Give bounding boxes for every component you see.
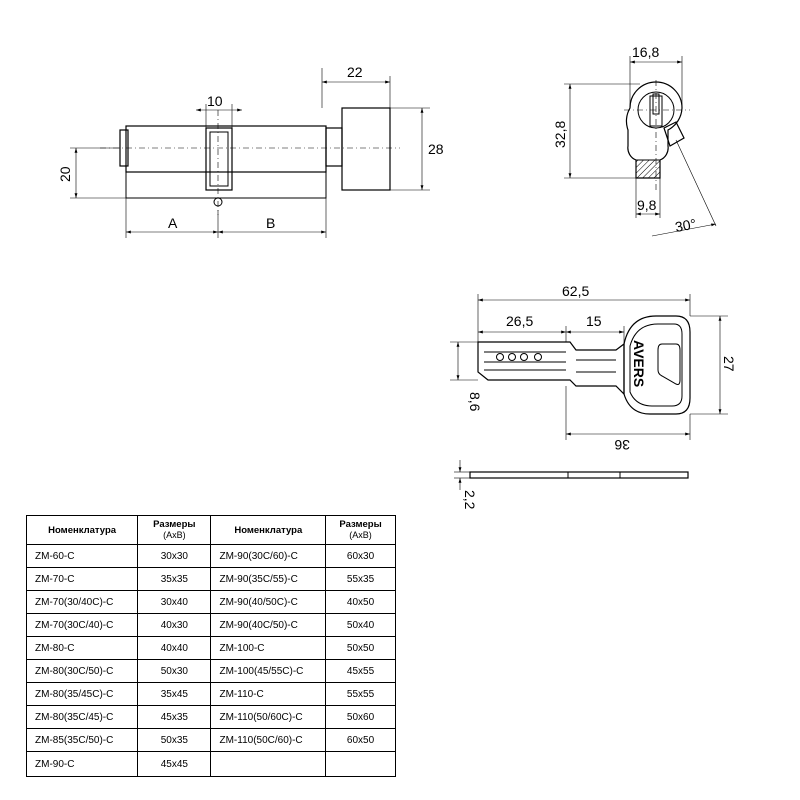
dim-body-height: 20 (57, 166, 73, 182)
cell-size: 50x50 (325, 636, 396, 660)
cell-nomenclature: ZM-110(50C/60)-C (210, 728, 327, 752)
cell-nomenclature (210, 751, 327, 777)
key-brand-logo: AVERS (631, 340, 647, 387)
dim-profile-bottom: 9,8 (637, 197, 657, 213)
key-drawing: AVERS 62,5 26,5 15 27 8,6 36 (450, 283, 737, 510)
dim-knob-width: 22 (347, 64, 363, 80)
dim-key-length: 62,5 (562, 283, 589, 299)
size-table: Номенклатура Размеры(AxB) Номенклатура Р… (25, 515, 396, 777)
cylinder-profile-view: 16,8 32,8 9,8 30° (552, 44, 717, 237)
cell-size: 45x45 (137, 751, 212, 777)
cell-nomenclature: ZM-90(35C/55)-C (210, 567, 327, 591)
dim-knob-height: 28 (428, 141, 444, 157)
cell-size: 35x45 (137, 682, 212, 706)
cell-size: 45x35 (137, 705, 212, 729)
dim-key-blade: 26,5 (506, 313, 533, 329)
cell-nomenclature: ZM-70-C (25, 567, 139, 591)
cell-size: 50x60 (325, 705, 396, 729)
cell-nomenclature: ZM-90-C (25, 751, 139, 777)
dim-profile-angle: 30° (674, 216, 698, 235)
cell-nomenclature: ZM-110(50/60C)-C (210, 705, 327, 729)
dim-profile-width: 16,8 (632, 44, 659, 60)
cell-nomenclature: ZM-70(30C/40)-C (25, 613, 139, 637)
cell-size: 50x35 (137, 728, 212, 752)
cell-nomenclature: ZM-80(30C/50)-C (25, 659, 139, 683)
cell-size: 60x50 (325, 728, 396, 752)
cell-nomenclature: ZM-80(35C/45)-C (25, 705, 139, 729)
dim-profile-height: 32,8 (552, 121, 568, 148)
cell-nomenclature: ZM-80-C (25, 636, 139, 660)
cell-size: 55x55 (325, 682, 396, 706)
cell-nomenclature: ZM-100-C (210, 636, 327, 660)
dim-label-a: A (168, 215, 178, 231)
cell-size: 40x30 (137, 613, 212, 637)
cell-size: 40x40 (137, 636, 212, 660)
cell-nomenclature: ZM-90(40/50C)-C (210, 590, 327, 614)
dim-label-b: B (266, 215, 275, 231)
cell-nomenclature: ZM-100(45/55C)-C (210, 659, 327, 683)
cell-size: 50x30 (137, 659, 212, 683)
dim-key-head-length: 36 (614, 437, 630, 453)
cell-nomenclature: ZM-70(30/40C)-C (25, 590, 139, 614)
cell-nomenclature: ZM-90(40C/50)-C (210, 613, 327, 637)
table-header-row: Номенклатура Размеры(AxB) Номенклатура Р… (25, 515, 396, 545)
cylinder-front-view: 10 22 28 20 A B (57, 64, 444, 238)
cell-size: 40x50 (325, 590, 396, 614)
dim-key-head-height: 27 (721, 356, 737, 372)
dim-key-blade-height: 8,6 (467, 392, 483, 412)
dim-cam-width: 10 (207, 93, 223, 109)
cell-size: 50x40 (325, 613, 396, 637)
cell-size: 60x30 (325, 544, 396, 568)
dim-key-shoulder: 15 (586, 313, 602, 329)
cell-size (325, 751, 396, 777)
header-size-left: Размеры(AxB) (137, 515, 212, 545)
header-name-left: Номенклатура (25, 515, 139, 545)
cell-nomenclature: ZM-60-C (25, 544, 139, 568)
cell-size: 55x35 (325, 567, 396, 591)
cell-nomenclature: ZM-110-C (210, 682, 327, 706)
cell-size: 30x30 (137, 544, 212, 568)
cell-size: 35x35 (137, 567, 212, 591)
dim-key-thickness: 2,2 (462, 490, 478, 510)
header-size-right: Размеры(AxB) (325, 515, 396, 545)
cell-nomenclature: ZM-85(35C/50)-C (25, 728, 139, 752)
cell-size: 45x55 (325, 659, 396, 683)
cell-nomenclature: ZM-90(30C/60)-C (210, 544, 327, 568)
cell-nomenclature: ZM-80(35/45C)-C (25, 682, 139, 706)
header-name-right: Номенклатура (210, 515, 327, 545)
cell-size: 30x40 (137, 590, 212, 614)
